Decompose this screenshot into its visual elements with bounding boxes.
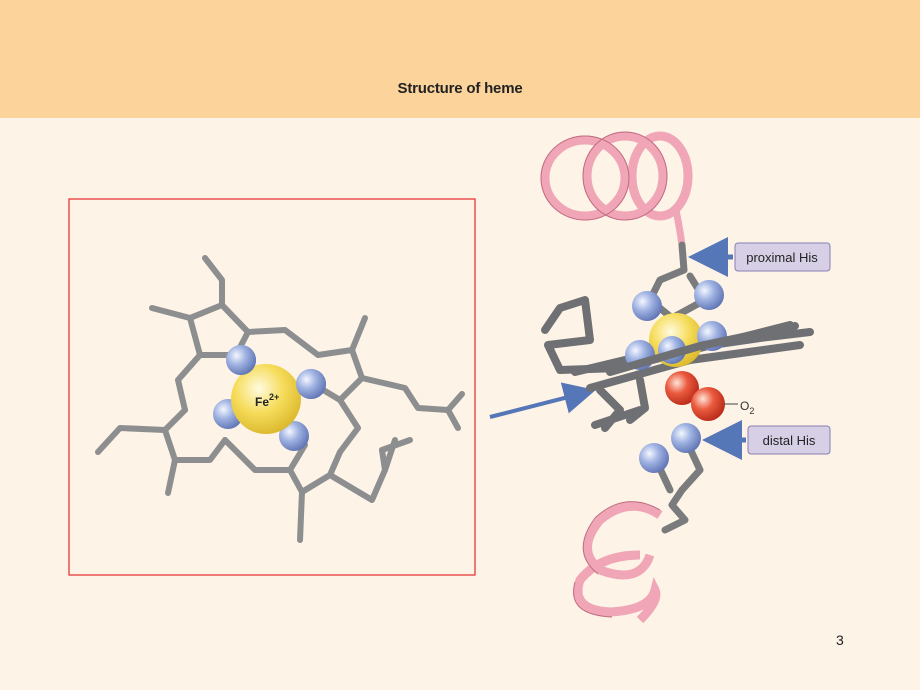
- heme-atoms: [213, 345, 326, 451]
- oxygen-label: O2: [740, 399, 754, 416]
- oxygen-atom: [665, 371, 699, 405]
- oxygen-molecule: [665, 371, 725, 421]
- slide-title: Structure of heme: [397, 80, 523, 97]
- top-helix: [540, 131, 693, 221]
- nitrogen-atom: [671, 423, 701, 453]
- nitrogen-atom: [279, 421, 309, 451]
- proximal-label-box: [734, 242, 831, 272]
- oxygen-atom: [691, 387, 725, 421]
- iron-atom: [231, 364, 301, 434]
- heme-frame: [68, 198, 476, 576]
- distal-label: distal His: [763, 433, 816, 448]
- distal-label-box: [747, 425, 831, 455]
- bottom-helix: [573, 501, 663, 624]
- zoom-arrow: [489, 382, 596, 419]
- proximal-label: proximal His: [746, 250, 818, 265]
- iron-label: Fe2+: [255, 392, 279, 409]
- nitrogen-atom: [639, 443, 669, 473]
- heme-bonds: [95, 255, 465, 543]
- title-bar: [0, 0, 920, 118]
- slide-number: 3: [836, 632, 844, 648]
